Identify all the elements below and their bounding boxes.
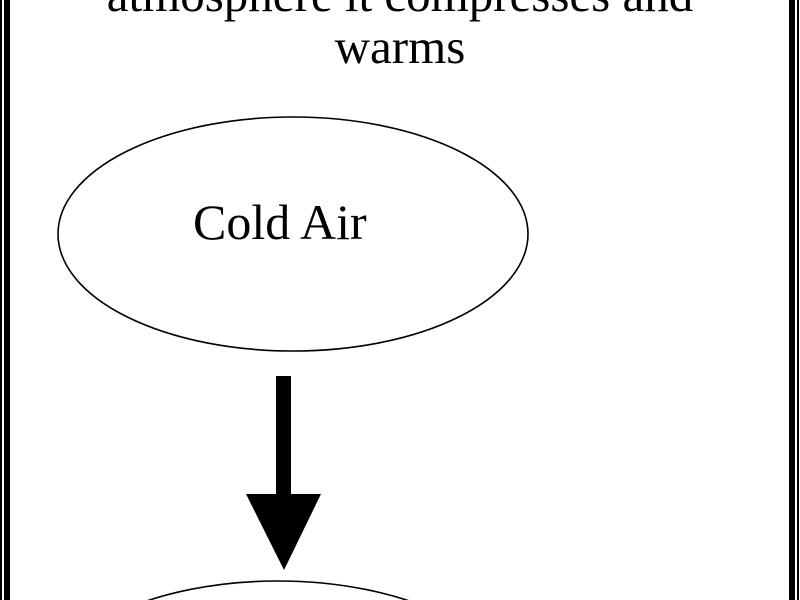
down-arrow-icon	[246, 376, 321, 570]
cold-air-node	[57, 116, 529, 352]
caption-line-1: atmosphere it compresses and	[0, 0, 800, 19]
cold-air-label: Cold Air	[193, 194, 367, 250]
frame-border-left-thin	[0, 0, 2, 600]
lower-node	[147, 580, 409, 600]
frame-border-right-thin	[797, 0, 799, 600]
caption-line-2: warms	[334, 19, 466, 74]
frame-border-right-thick	[789, 0, 795, 600]
frame-border-left-thick	[4, 0, 10, 600]
